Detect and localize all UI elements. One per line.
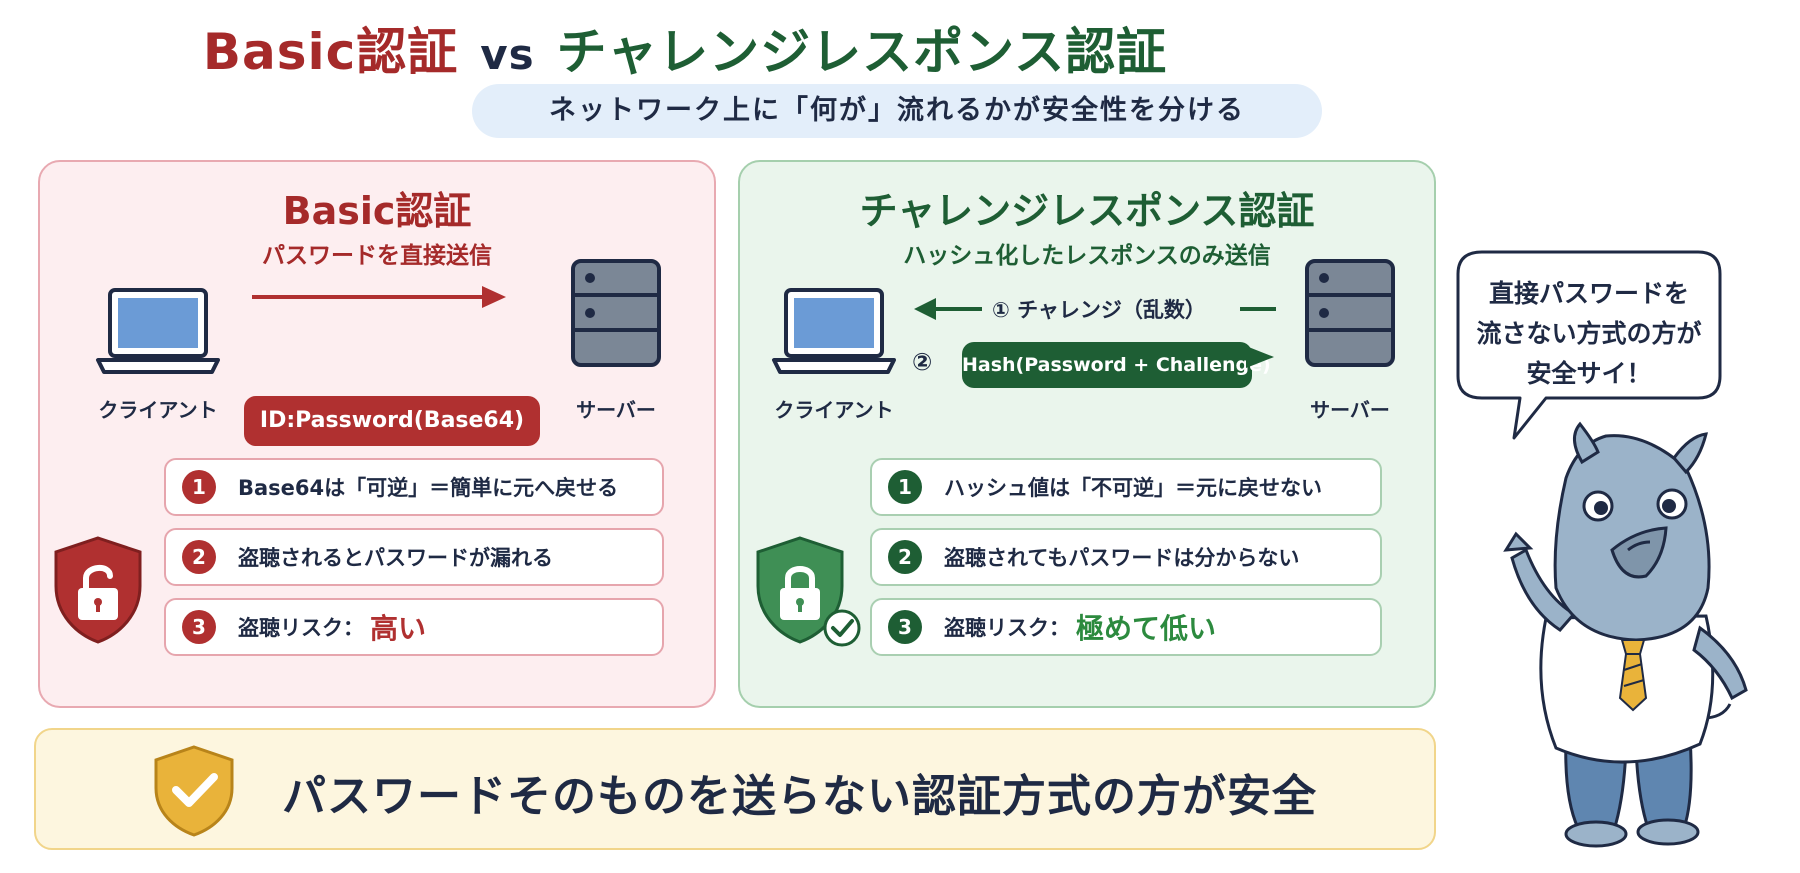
title-basic: Basic認証	[202, 23, 459, 81]
point-number: 3	[888, 610, 922, 644]
bubble-line-3: 安全サイ！	[1526, 359, 1652, 388]
point-number: 3	[182, 610, 216, 644]
basic-point-3: 3 盗聴リスク： 高い	[164, 598, 664, 656]
basic-client-label: クライアント	[98, 398, 218, 422]
basic-panel-title: Basic認証	[282, 189, 472, 233]
point-text: 盗聴されてもパスワードは分からない	[944, 546, 1300, 570]
challenge-server-label: サーバー	[1310, 398, 1390, 422]
point-text: 盗聴されるとパスワードが漏れる	[238, 546, 553, 570]
challenge-payload-pill: Hash(Password + Challenge)	[962, 342, 1271, 388]
challenge-panel-title: チャレンジレスポンス認証	[859, 189, 1315, 233]
challenge-point-2: 2 盗聴されてもパスワードは分からない	[870, 528, 1382, 586]
point-number: 2	[888, 540, 922, 574]
speech-bubble-text: 直接パスワードを 流さない方式の方が 安全サイ！	[1462, 274, 1716, 394]
locked-shield-icon	[756, 536, 861, 647]
point-number: 1	[182, 470, 216, 504]
point-text: 盗聴リスク：	[238, 616, 364, 640]
risk-level-very-low: 極めて低い	[1076, 612, 1217, 645]
laptop-icon	[772, 288, 896, 374]
challenge-panel-subtitle: ハッシュ化したレスポンスのみ送信	[903, 243, 1271, 269]
unlocked-shield-icon	[54, 536, 142, 644]
challenge-auth-panel: チャレンジレスポンス認証 ハッシュ化したレスポンスのみ送信 クライアント ① チ…	[738, 160, 1436, 708]
rhino-mascot-illustration	[1503, 421, 1748, 848]
page-title: Basic認証 vs チャレンジレスポンス認証	[0, 12, 1370, 84]
page-subtitle: ネットワーク上に「何が」流れるかが安全性を分ける	[472, 84, 1322, 138]
check-shield-icon	[154, 745, 234, 837]
risk-level-high: 高い	[370, 612, 427, 645]
bubble-line-2: 流さない方式の方が	[1476, 319, 1702, 348]
point-text: ハッシュ値は「不可逆」＝元に戻せない	[944, 476, 1322, 500]
challenge-client-label: クライアント	[774, 398, 894, 422]
point-text: Base64は「可逆」＝簡単に元へ戻せる	[238, 476, 619, 500]
basic-auth-panel: Basic認証 パスワードを直接送信 クライアント サーバー ID:Passwo…	[38, 160, 716, 708]
basic-server-label: サーバー	[576, 398, 656, 422]
challenge-arrow-tail	[1240, 307, 1276, 311]
server-icon	[1305, 259, 1395, 367]
challenge-arrow-left	[914, 298, 982, 320]
basic-point-2: 2 盗聴されるとパスワードが漏れる	[164, 528, 664, 586]
challenge-step-1-label: ① チャレンジ（乱数）	[992, 298, 1206, 322]
basic-payload-pill: ID:Password(Base64)	[244, 396, 540, 446]
server-icon	[571, 259, 661, 367]
challenge-point-3: 3 盗聴リスク： 極めて低い	[870, 598, 1382, 656]
point-number: 1	[888, 470, 922, 504]
speech-bubble	[1456, 250, 1722, 440]
point-number: 2	[182, 540, 216, 574]
basic-point-1: 1 Base64は「可逆」＝簡単に元へ戻せる	[164, 458, 664, 516]
response-arrow-right	[1246, 346, 1274, 368]
conclusion-text: パスワードそのものを送らない認証方式の方が安全	[282, 771, 1317, 822]
bubble-line-1: 直接パスワードを	[1488, 279, 1689, 308]
title-vs: vs	[480, 30, 535, 79]
basic-panel-subtitle: パスワードを直接送信	[262, 243, 492, 269]
send-arrow	[252, 286, 506, 308]
point-text: 盗聴リスク：	[944, 616, 1070, 640]
laptop-icon	[96, 288, 220, 374]
challenge-step-2-number: ②	[912, 348, 933, 376]
conclusion-banner: パスワードそのものを送らない認証方式の方が安全	[34, 728, 1436, 850]
title-challenge: チャレンジレスポンス認証	[556, 23, 1168, 81]
challenge-point-1: 1 ハッシュ値は「不可逆」＝元に戻せない	[870, 458, 1382, 516]
